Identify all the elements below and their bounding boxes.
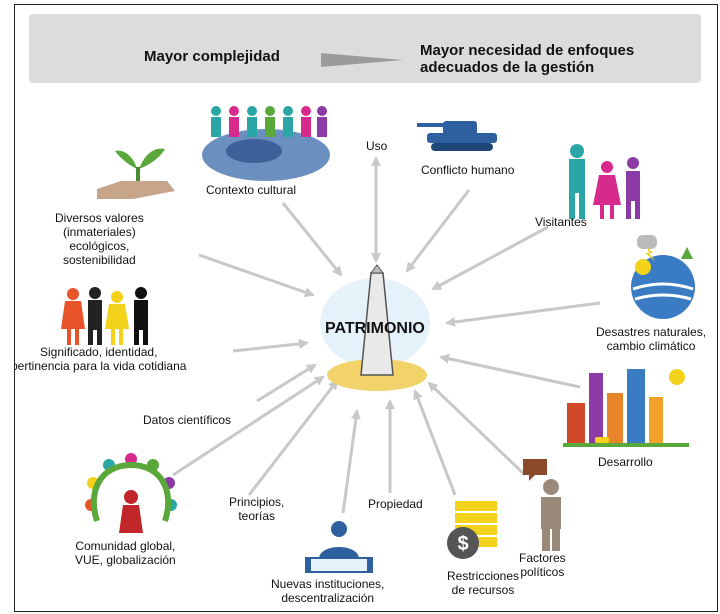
family-icon: [61, 287, 148, 345]
arrow-conflicto: [405, 189, 471, 273]
diversos-line-2: (inmateriales): [63, 225, 136, 239]
arrow-principios: [247, 379, 339, 496]
official-desk-icon: [305, 521, 373, 573]
diversos-line-3: ecológicos,: [69, 239, 130, 253]
arrow-contexto-cultural: [281, 202, 343, 277]
center-title: PATRIMONIO: [325, 320, 425, 337]
banner-right-line2: adecuados de la gestión: [420, 59, 595, 76]
arrow-factores: [427, 381, 527, 477]
svg-text:$: $: [457, 533, 468, 555]
city-development-icon: [563, 369, 689, 447]
visitors-icon: [569, 144, 640, 219]
label-datos-cientificos: Datos científicos: [143, 413, 232, 427]
banner-right-line1: Mayor necesidad de enfoques: [420, 42, 635, 59]
arrow-desarrollo: [439, 353, 581, 389]
label-propiedad: Propiedad: [368, 497, 423, 511]
arrow-visitantes: [431, 225, 549, 291]
arrow-comunidad: [172, 375, 325, 477]
politician-icon: [523, 459, 561, 551]
principios-line-2: teorías: [238, 509, 276, 523]
label-principios: Principios, teorías: [229, 495, 284, 523]
significado-line-1: Significado, identidad,: [40, 345, 158, 359]
nuevas-line-2: descentralización: [281, 591, 375, 605]
climate-disaster-icon: [631, 235, 695, 319]
label-contexto-cultural: Contexto cultural: [206, 183, 297, 197]
label-desarrollo: Desarrollo: [598, 455, 653, 469]
arrow-restricciones: [413, 389, 457, 496]
principios-line-1: Principios,: [229, 495, 285, 509]
complexity-banner: Mayor complejidad Mayor necesidad de enf…: [29, 14, 701, 83]
restricciones-line-1: Restricciones: [447, 569, 520, 583]
arrow-desastres: [445, 301, 601, 327]
label-factores-politicos: Factores políticos: [519, 551, 566, 579]
label-desastres: Desastres naturales, cambio climático: [596, 325, 706, 353]
nuevas-line-1: Nuevas instituciones,: [271, 577, 385, 591]
comunidad-line-1: Comunidad global,: [75, 539, 176, 553]
diversos-line-1: Diversos valores: [55, 211, 144, 225]
label-uso: Uso: [366, 139, 388, 153]
banner-arrow-icon: [321, 53, 403, 67]
arrow-datos: [256, 363, 317, 403]
arrow-diversos-valores: [198, 253, 315, 298]
banner-left-text: Mayor complejidad: [144, 48, 280, 65]
factor-arrows: [172, 156, 601, 514]
global-community-icon: [85, 453, 177, 533]
label-visitantes: Visitantes: [535, 215, 587, 229]
banner-right-text: Mayor necesidad de enfoques adecuados de…: [420, 42, 634, 76]
arrow-significado: [232, 338, 309, 353]
diversos-line-4: sostenibilidad: [62, 253, 136, 267]
money-coins-icon: $: [447, 501, 497, 559]
label-conflicto-humano: Conflicto humano: [421, 163, 515, 177]
label-significado: Significado, identidad, pertinencia para…: [14, 345, 187, 373]
comunidad-line-2: VUE, globalización: [75, 553, 176, 567]
label-nuevas-instituciones: Nuevas instituciones, descentralización: [271, 577, 384, 605]
significado-line-2: pertinencia para la vida cotidiana: [14, 359, 187, 373]
desastres-line-2: cambio climático: [606, 339, 696, 353]
globe-people-icon: [202, 106, 330, 181]
obelisk-icon: [320, 264, 430, 391]
plant-hand-icon: [97, 148, 175, 199]
label-restricciones: Restricciones de recursos: [447, 569, 519, 597]
arrow-nuevas: [341, 409, 361, 514]
tank-icon: [417, 121, 497, 151]
diagram-frame: Mayor complejidad Mayor necesidad de enf…: [14, 4, 718, 612]
factores-line-2: políticos: [520, 565, 565, 579]
label-diversos-valores: Diversos valores (inmateriales) ecológic…: [55, 211, 144, 267]
label-comunidad-global: Comunidad global, VUE, globalización: [75, 539, 176, 567]
factores-line-1: Factores: [519, 551, 566, 565]
desastres-line-1: Desastres naturales,: [596, 325, 707, 339]
restricciones-line-2: de recursos: [451, 583, 515, 597]
